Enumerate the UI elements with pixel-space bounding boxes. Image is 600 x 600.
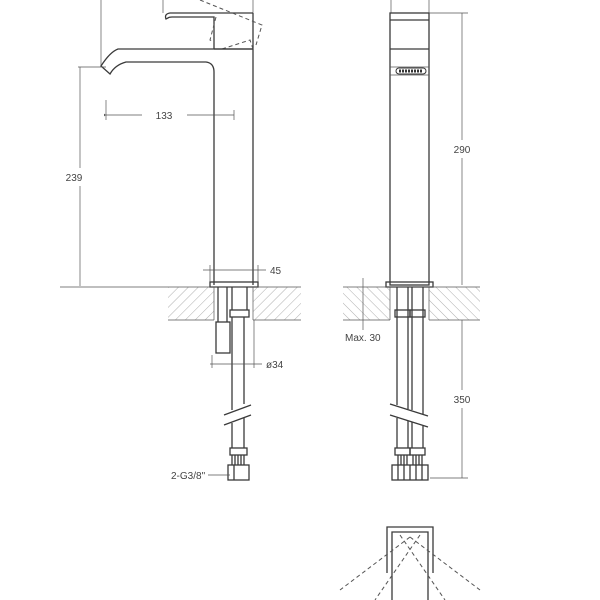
label-thread: 2-G3/8" xyxy=(171,471,230,482)
counter-section xyxy=(429,287,480,320)
dim-133: 133 xyxy=(103,100,235,122)
svg-text:133: 133 xyxy=(156,111,173,122)
dim-290: 290 xyxy=(429,12,471,285)
faucet-body xyxy=(389,12,430,286)
dim-45: 45 xyxy=(203,265,282,282)
svg-text:2-G3/8": 2-G3/8" xyxy=(171,471,206,482)
counter-section xyxy=(343,287,390,320)
dim-max-30: Max. 30 xyxy=(345,278,381,344)
hoses xyxy=(389,287,429,481)
svg-text:350: 350 xyxy=(454,395,471,406)
base-plate xyxy=(209,281,259,288)
shank-and-hose xyxy=(215,287,252,481)
mounting-nut xyxy=(215,321,231,354)
svg-text:ø34: ø34 xyxy=(266,360,284,371)
dim-350: 350 xyxy=(430,320,471,479)
svg-text:Max. 30: Max. 30 xyxy=(345,333,381,344)
svg-text:45: 45 xyxy=(270,266,282,277)
hose-connector xyxy=(227,464,250,481)
top-view xyxy=(339,526,481,600)
counter-section xyxy=(253,287,301,320)
side-view: 133 239 45 ø34 2-G3/8" xyxy=(60,0,301,482)
dim-239: 239 xyxy=(66,66,106,286)
counter-section xyxy=(168,287,214,320)
spout-body xyxy=(100,48,254,285)
dim-diameter-34: ø34 xyxy=(210,320,284,371)
svg-text:290: 290 xyxy=(454,145,471,156)
front-view: 290 Max. 30 350 xyxy=(343,0,480,481)
lever-handle xyxy=(164,0,263,50)
svg-text:239: 239 xyxy=(66,173,83,184)
